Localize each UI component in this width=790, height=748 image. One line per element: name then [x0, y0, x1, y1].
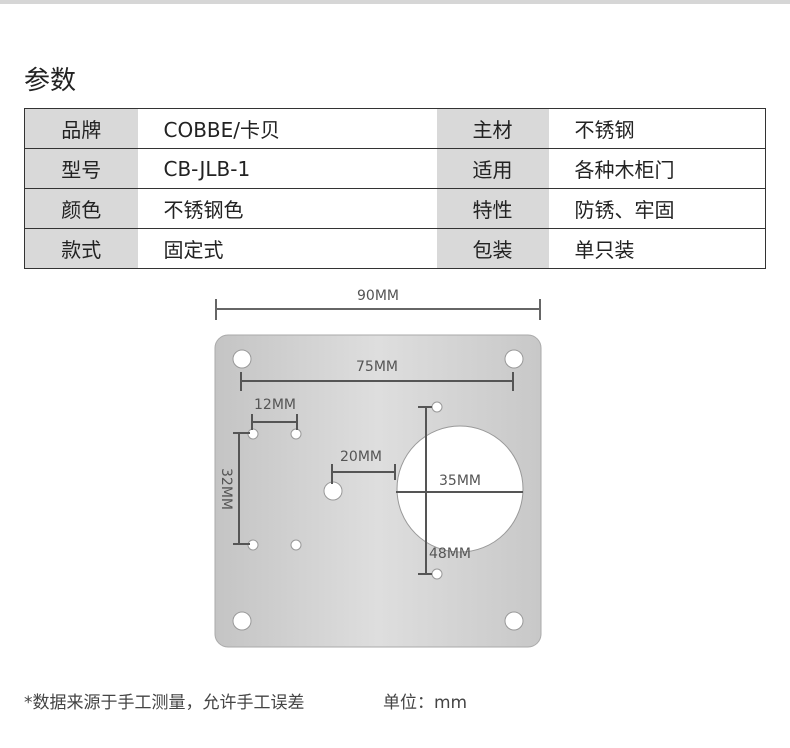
footer-note: *数据来源于手工测量，允许手工误差 [24, 693, 305, 713]
screw-hole [290, 539, 302, 551]
spec-label: 特性 [436, 188, 549, 229]
dim-offset: 20MM [340, 449, 382, 465]
footer-unit: 单位：mm [383, 693, 468, 713]
corner-hole [504, 611, 524, 631]
dim-overall: 90MM [357, 288, 399, 304]
corner-hole [232, 611, 252, 631]
dim-hole-diameter: 35MM [439, 473, 481, 489]
dim-vertical-spacing: 32MM [218, 468, 234, 510]
spec-label: 主材 [436, 108, 549, 149]
spec-label: 品牌 [24, 108, 138, 149]
spec-label: 颜色 [24, 188, 138, 229]
corner-hole [504, 349, 524, 369]
spec-value: 单只装 [548, 228, 766, 269]
dim-small-spacing: 12MM [254, 397, 296, 413]
table-row: 颜色不锈钢色特性防锈、牢固 [24, 188, 766, 229]
spec-label: 款式 [24, 228, 138, 269]
dim-hole-spacing: 48MM [429, 546, 471, 562]
screw-hole [290, 428, 302, 440]
spec-label: 包装 [436, 228, 549, 269]
spec-value: COBBE/卡贝 [137, 108, 437, 149]
table-row: 款式固定式包装单只装 [24, 228, 766, 269]
spec-value: 固定式 [137, 228, 437, 269]
hinge-cup-hole [396, 425, 524, 553]
steel-plate [214, 334, 542, 648]
dim-corner-spacing: 75MM [356, 359, 398, 375]
spec-label: 型号 [24, 148, 138, 189]
top-divider [0, 0, 790, 4]
screw-hole [431, 568, 443, 580]
screw-hole [431, 401, 443, 413]
spec-label: 适用 [436, 148, 549, 189]
spec-value: 防锈、牢固 [548, 188, 766, 229]
screw-hole [323, 481, 343, 501]
corner-hole [232, 349, 252, 369]
section-title: 参数 [24, 66, 77, 96]
spec-value: 各种木柜门 [548, 148, 766, 189]
spec-value: 不锈钢色 [137, 188, 437, 229]
